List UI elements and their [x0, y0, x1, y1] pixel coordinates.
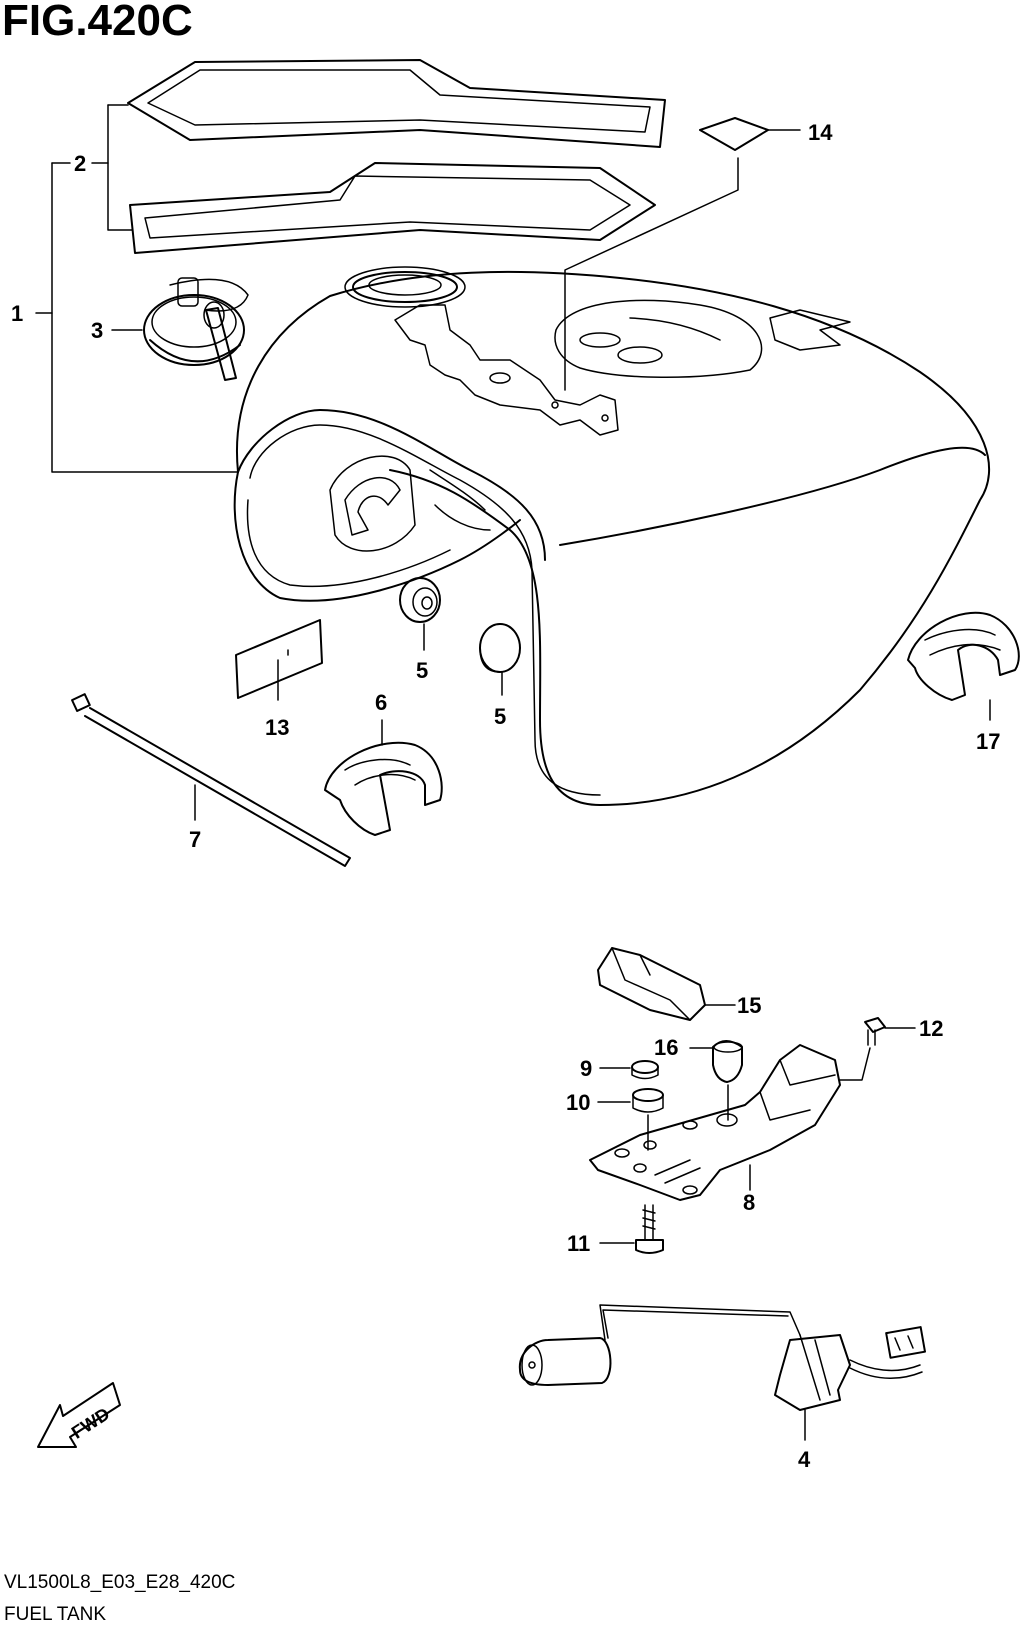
callout-15: 15: [737, 993, 761, 1018]
callout-16: 16: [654, 1035, 678, 1060]
collar-9: [599, 1060, 659, 1080]
tank-decal-lower: [129, 162, 656, 254]
callout-5a: 5: [416, 658, 428, 683]
leader-14: [564, 157, 739, 391]
cushion-5a: [399, 577, 441, 651]
tank-pad: [597, 947, 736, 1021]
callout-5b: 5: [494, 704, 506, 729]
callout-1: 1: [11, 301, 23, 326]
tank-decal-upper: [127, 59, 666, 148]
callout-3: 3: [91, 318, 103, 343]
callout-6: 6: [375, 690, 387, 715]
bolt-12: [839, 1017, 916, 1081]
callout-2: 2: [74, 151, 86, 176]
leader-1-2: [35, 104, 239, 473]
cable-tie: [71, 693, 351, 867]
callout-8: 8: [743, 1190, 755, 1215]
cushion-6: [324, 719, 443, 836]
figure-name: FUEL TANK: [4, 1604, 107, 1625]
callout-4: 4: [798, 1447, 811, 1472]
figure-code: VL1500L8_E03_E28_420C: [4, 1572, 236, 1593]
callout-13: 13: [265, 715, 289, 740]
callout-numbers: 1 2 3 4 5 5 6 7 8 9 10 11 12 13 14 15 16…: [11, 120, 1000, 1472]
callout-12: 12: [919, 1016, 943, 1041]
callout-10: 10: [566, 1090, 590, 1115]
cushion-17: [907, 611, 1020, 721]
bolt-11: [599, 1204, 664, 1254]
cushion-5b: [479, 623, 521, 696]
fuel-tank-body: [233, 266, 991, 806]
grommet-10: [597, 1088, 664, 1151]
fwd-arrow-icon: FWD: [37, 1382, 121, 1448]
battery-plate: [589, 1044, 841, 1201]
callout-7: 7: [189, 827, 201, 852]
figure-title: FIG.420C: [2, 0, 193, 45]
fuel-level-gauge: [518, 1304, 926, 1441]
callout-14: 14: [808, 120, 833, 145]
fuel-cap: [111, 277, 249, 381]
callout-9: 9: [580, 1056, 592, 1081]
caution-label: [235, 619, 323, 701]
callout-17: 17: [976, 729, 1000, 754]
callout-11: 11: [567, 1231, 590, 1256]
label-sticker: [699, 117, 801, 151]
